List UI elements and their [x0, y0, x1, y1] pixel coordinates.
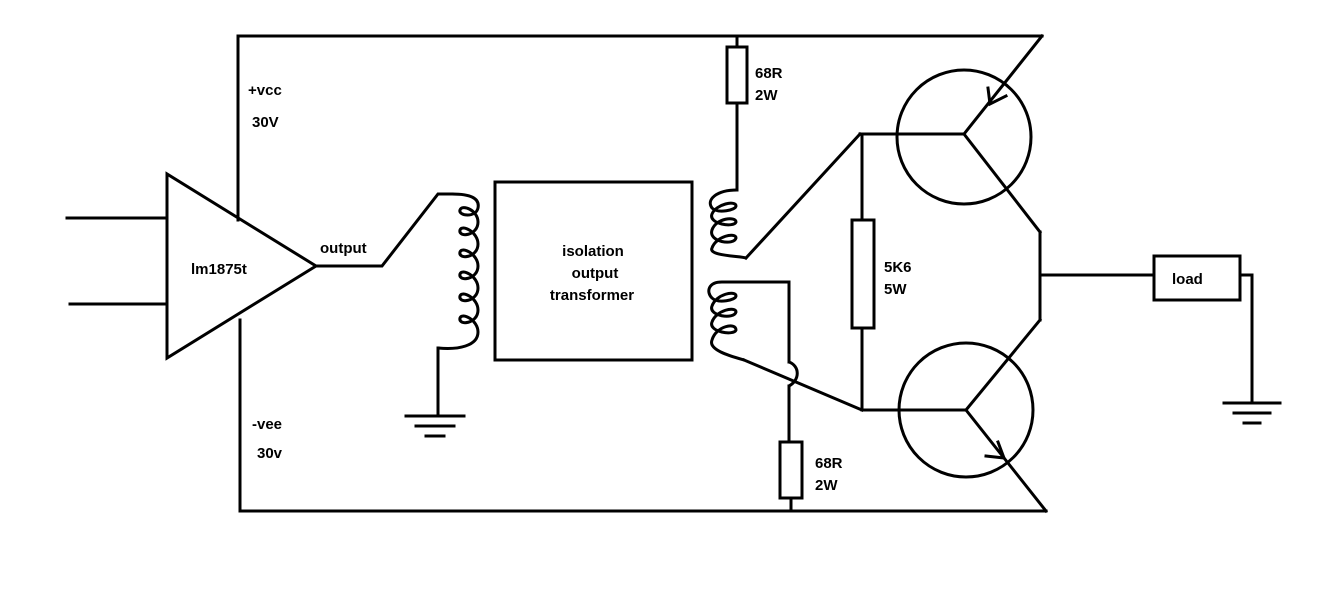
output-wire — [314, 192, 454, 268]
isolation-transformer: isolation output transformer — [493, 180, 694, 362]
vcc-voltage-label: 30V — [252, 114, 279, 131]
upper-transistor-body — [895, 68, 1033, 206]
negative-rail-wire — [238, 318, 1048, 513]
secondary-upper-to-bias-wire — [743, 131, 863, 261]
secondary-coil-upper — [708, 188, 748, 260]
load-ground-wire — [1238, 273, 1254, 404]
ground-symbol-1 — [404, 414, 466, 438]
lower-transistor — [860, 317, 1049, 514]
secondary-coil-lower — [707, 280, 791, 362]
positive-rail-wire — [236, 34, 1044, 222]
lower-emitter-arrow — [984, 440, 1007, 460]
transformer-label-line1: isolation — [562, 243, 624, 260]
top-resistor-power: 2W — [755, 87, 778, 104]
output-label: output — [320, 240, 367, 257]
amplifier-label: lm1875t — [191, 261, 247, 278]
transformer-label-line3: transformer — [550, 287, 634, 304]
vee-voltage-label: 30v — [257, 445, 283, 462]
vee-label: -vee — [252, 416, 282, 433]
bottom-resistor-power: 2W — [815, 477, 838, 494]
transformer-box — [493, 180, 694, 362]
top-resistor-value: 68R — [755, 65, 783, 82]
bias-resistor — [850, 218, 876, 330]
bottom-resistor-value: 68R — [815, 455, 843, 472]
upper-transistor — [858, 33, 1045, 235]
primary-coil — [436, 192, 480, 350]
transformer-label-line2: output — [572, 265, 619, 282]
bias-resistor-power: 5W — [884, 281, 907, 298]
wire-crossover-hop — [787, 360, 799, 388]
upper-emitter-lead — [961, 33, 1045, 137]
vcc-label: +vcc — [248, 82, 282, 99]
secondary-lower-to-bias-wire — [742, 358, 864, 412]
upper-collector-lead — [961, 131, 1043, 235]
lower-collector-lead — [963, 317, 1043, 413]
amplifier: lm1875t — [65, 171, 319, 361]
amplifier-triangle-symbol — [165, 171, 319, 361]
top-resistor — [725, 45, 749, 105]
bottom-resistor — [778, 440, 804, 500]
ground-symbol-2 — [1222, 401, 1282, 425]
load-label: load — [1172, 271, 1203, 288]
upper-emitter-arrow — [986, 86, 1009, 107]
lower-transistor-body — [897, 341, 1035, 479]
bias-resistor-value: 5K6 — [884, 259, 912, 276]
load-box — [1152, 254, 1242, 302]
lower-emitter-lead — [963, 407, 1049, 514]
